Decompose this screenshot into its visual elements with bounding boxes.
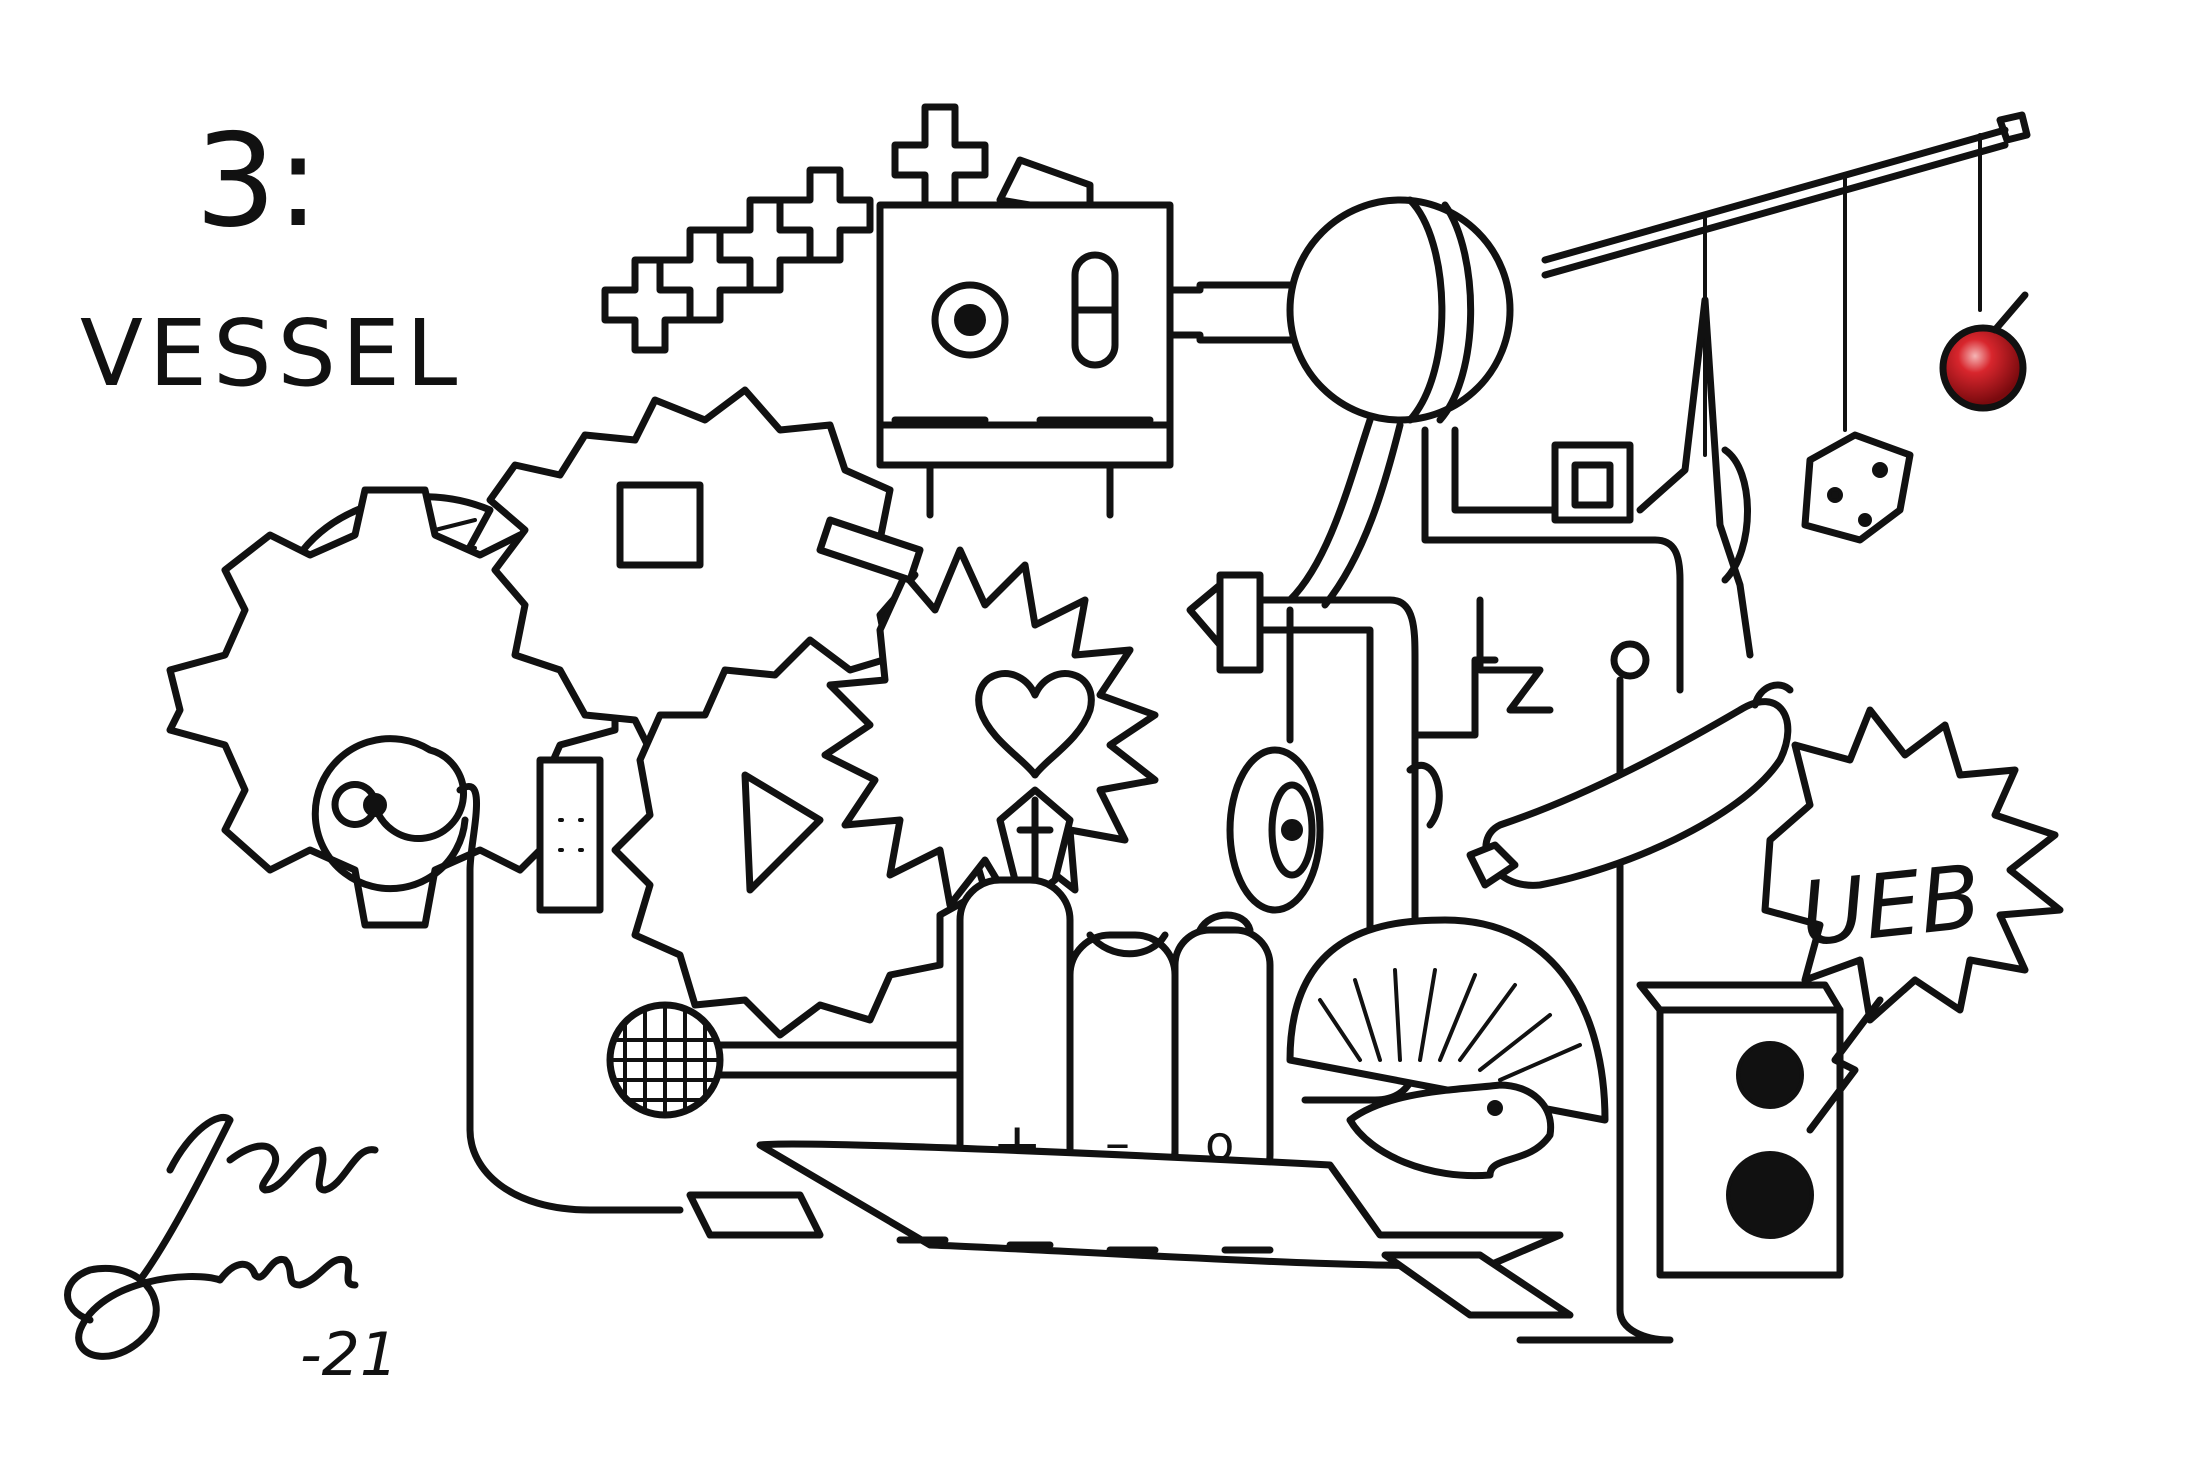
burst-icon: UEB bbox=[1761, 706, 2064, 1134]
title-number: 3: bbox=[195, 107, 320, 256]
square-icon bbox=[616, 481, 704, 569]
sausage-icon bbox=[1466, 640, 1794, 1344]
spade-icon bbox=[996, 786, 1074, 899]
burst-text: UEB bbox=[1796, 845, 1986, 966]
plus-stair-icon bbox=[601, 103, 1094, 354]
microphone-icon bbox=[456, 783, 964, 1214]
battery-icon: o bbox=[1171, 911, 1274, 1194]
spiral-icon bbox=[311, 735, 469, 893]
speaker-icon bbox=[1636, 981, 1844, 1279]
signature-year: -21 bbox=[300, 1320, 398, 1390]
platform bbox=[686, 1140, 1574, 1319]
eye-icon bbox=[931, 281, 1009, 359]
dice-icon bbox=[1801, 431, 1914, 544]
eye-icon bbox=[1226, 606, 1324, 914]
heart-icon bbox=[975, 670, 1095, 779]
signature: -21 bbox=[64, 1114, 398, 1390]
robot-head bbox=[876, 201, 1324, 519]
ball-icon bbox=[1286, 111, 2031, 457]
cherry-icon bbox=[1939, 291, 2029, 412]
gear-icon bbox=[166, 486, 619, 929]
title-text: VESSEL bbox=[80, 300, 463, 407]
connector bbox=[536, 516, 1264, 914]
battery-icon: + bbox=[956, 876, 1074, 1194]
hedgehog-icon bbox=[1286, 916, 1609, 1180]
play-icon bbox=[741, 771, 824, 894]
